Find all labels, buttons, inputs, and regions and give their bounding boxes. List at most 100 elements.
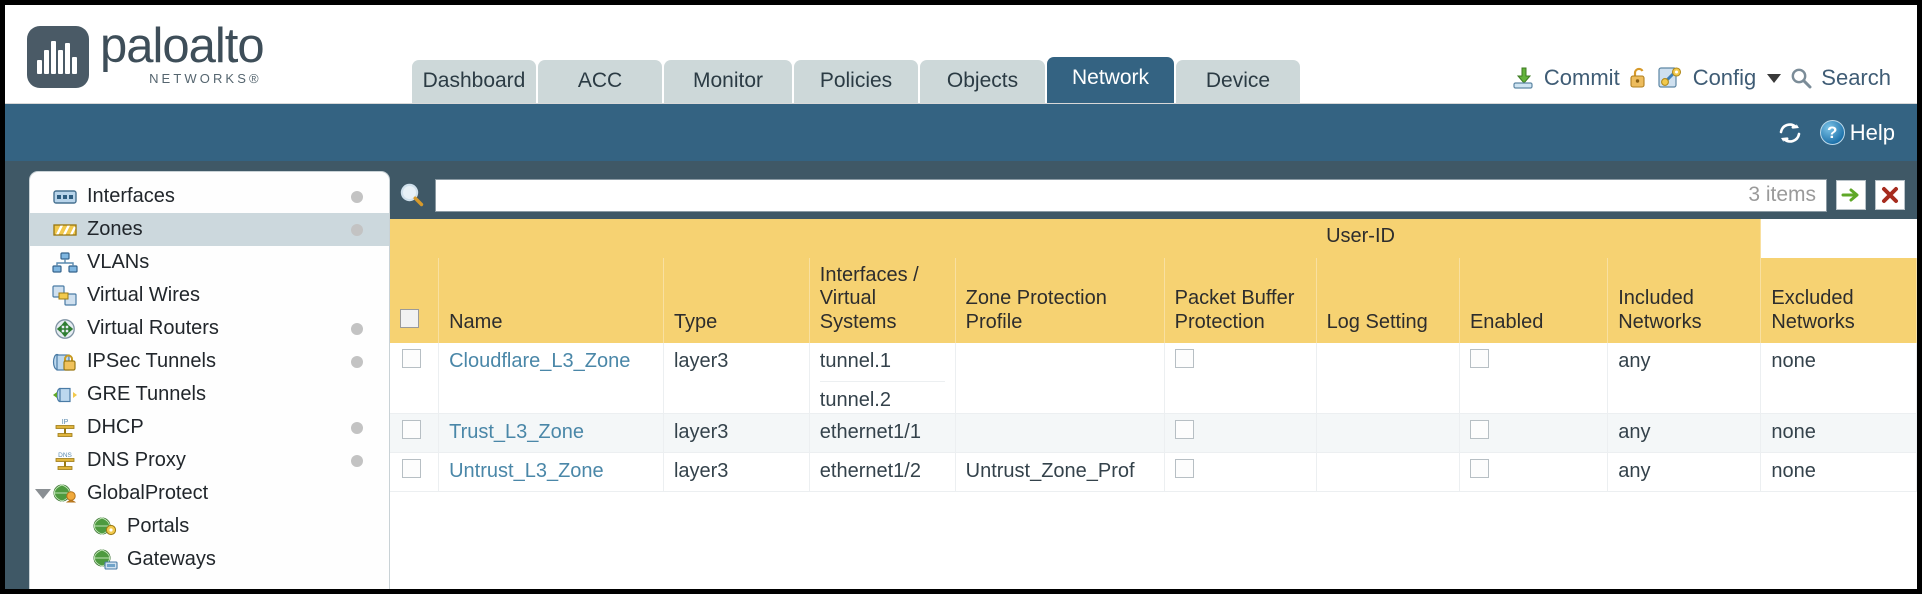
sidebar-status-dot	[351, 421, 363, 434]
refresh-icon[interactable]	[1776, 120, 1804, 146]
item-count-label: 3 items	[1748, 183, 1816, 206]
search-icon[interactable]	[398, 181, 426, 209]
zone-name-link[interactable]: Untrust_L3_Zone	[449, 460, 604, 483]
interface-entry: ethernet1/2	[819, 460, 921, 483]
column-header-enabled[interactable]: Enabled	[1459, 257, 1609, 344]
sidebar-status-dot	[351, 190, 363, 203]
column-header-interfaces-virtual-systems[interactable]: Interfaces / Virtual Systems	[809, 257, 956, 344]
chevron-down-icon[interactable]	[1767, 73, 1782, 83]
packet-buffer-protection-checkbox[interactable]	[1174, 349, 1194, 369]
zone-name-link[interactable]: Trust_L3_Zone	[449, 421, 585, 444]
cell-name[interactable]: Cloudflare_L3_Zone	[438, 343, 664, 415]
cell-interfaces: ethernet1/1	[809, 413, 956, 454]
apply-filter-button[interactable]	[1836, 180, 1866, 210]
sidebar-item-label: DHCP	[87, 416, 144, 438]
cell-log-setting	[1316, 343, 1460, 415]
group-header-spacer	[390, 219, 1317, 258]
filter-input[interactable]: 3 items	[435, 178, 1827, 212]
sidebar-item-gre-tunnels[interactable]: GRE Tunnels	[30, 378, 389, 411]
sidebar-item-vlans[interactable]: VLANs	[30, 246, 389, 279]
cell-type: layer3	[663, 413, 810, 454]
userid-enabled-checkbox[interactable]	[1469, 349, 1489, 369]
column-header-included-networks[interactable]: Included Networks	[1607, 257, 1762, 344]
row-select-checkbox[interactable]	[402, 459, 421, 479]
sidebar-item-interfaces[interactable]: Interfaces	[30, 180, 389, 213]
userid-enabled-checkbox[interactable]	[1469, 459, 1489, 479]
brand-logo[interactable]: paloalto NETWORKS®	[27, 19, 265, 88]
gateways-icon	[92, 549, 118, 571]
brand-tagline: NETWORKS®	[149, 70, 262, 86]
help-label: Help	[1849, 119, 1895, 145]
header-actions: Commit Config	[1511, 65, 1891, 91]
config-wrench-icon	[1658, 66, 1684, 90]
column-header-zone-protection-profile[interactable]: Zone Protection Profile	[955, 257, 1165, 344]
search-button[interactable]: Search	[1821, 65, 1891, 90]
commit-button[interactable]: Commit	[1543, 65, 1620, 90]
config-menu-button[interactable]: Config	[1692, 65, 1757, 90]
paloalto-logo-icon	[27, 25, 89, 88]
column-header-packet-buffer-protection[interactable]: Packet Buffer Protection	[1164, 257, 1317, 344]
sidebar-item-label: DNS Proxy	[87, 449, 186, 471]
row-select-cell[interactable]	[390, 413, 440, 454]
select-all-header[interactable]	[390, 257, 440, 344]
cell-userid-enabled[interactable]	[1459, 343, 1609, 415]
column-header-log-setting[interactable]: Log Setting	[1316, 257, 1460, 344]
sidebar-item-gateways[interactable]: Gateways	[30, 543, 389, 576]
row-select-cell[interactable]	[390, 343, 440, 415]
tab-network[interactable]: Network	[1047, 56, 1174, 103]
sidebar-item-portals[interactable]: Portals	[30, 510, 389, 543]
sidebar-status-dot	[351, 223, 363, 236]
tab-monitor[interactable]: Monitor	[664, 59, 792, 103]
cell-packet-buffer-protection[interactable]	[1164, 413, 1317, 454]
cell-included-networks: any	[1607, 343, 1762, 415]
cell-name[interactable]: Untrust_L3_Zone	[438, 452, 664, 493]
column-header-type[interactable]: Type	[663, 257, 810, 344]
sidebar-item-dns-proxy[interactable]: DNS DNS Proxy	[30, 444, 389, 477]
tab-acc[interactable]: ACC	[538, 59, 662, 103]
sidebar-item-virtual-wires[interactable]: Virtual Wires	[30, 279, 389, 312]
column-header-excluded-networks[interactable]: Excluded Networks	[1760, 257, 1917, 344]
sidebar-item-ipsec-tunnels[interactable]: IPSec Tunnels	[30, 345, 389, 378]
sidebar-status-dot	[351, 355, 363, 368]
cell-userid-enabled[interactable]	[1459, 413, 1609, 454]
row-select-checkbox[interactable]	[402, 349, 421, 369]
tab-policies[interactable]: Policies	[794, 59, 918, 103]
cell-name[interactable]: Trust_L3_Zone	[438, 413, 664, 454]
zone-name-link[interactable]: Cloudflare_L3_Zone	[449, 350, 631, 373]
brand-name: paloalto	[100, 19, 265, 73]
clear-filter-button[interactable]	[1875, 180, 1905, 210]
row-select-cell[interactable]	[390, 452, 440, 493]
select-all-checkbox[interactable]	[400, 308, 419, 328]
sidebar-item-label: Portals	[127, 515, 190, 537]
packet-buffer-protection-checkbox[interactable]	[1174, 420, 1194, 440]
sidebar-status-dot	[351, 322, 363, 335]
expander-triangle-icon[interactable]	[35, 488, 51, 499]
packet-buffer-protection-checkbox[interactable]	[1174, 459, 1194, 479]
sidebar-item-globalprotect[interactable]: GlobalProtect	[30, 477, 389, 510]
tab-device[interactable]: Device	[1176, 59, 1300, 103]
sidebar-item-virtual-routers[interactable]: Virtual Routers	[30, 312, 389, 345]
tab-dashboard[interactable]: Dashboard	[412, 59, 536, 103]
lock-icon[interactable]	[1629, 66, 1649, 90]
sidebar-item-label: GRE Tunnels	[87, 383, 206, 405]
brand-logo-text: paloalto NETWORKS®	[100, 19, 265, 88]
userid-enabled-checkbox[interactable]	[1469, 420, 1489, 440]
column-header-name[interactable]: Name	[438, 257, 664, 344]
cell-packet-buffer-protection[interactable]	[1164, 452, 1317, 493]
sidebar-item-zones[interactable]: Zones	[30, 213, 389, 246]
dns-proxy-icon: DNS	[52, 450, 78, 472]
cell-userid-enabled[interactable]	[1459, 452, 1609, 493]
tab-objects[interactable]: Objects	[920, 59, 1045, 103]
cell-packet-buffer-protection[interactable]	[1164, 343, 1317, 415]
apply-arrow-icon	[1841, 188, 1859, 202]
help-button[interactable]: ? Help	[1819, 119, 1895, 146]
row-select-checkbox[interactable]	[402, 420, 421, 440]
